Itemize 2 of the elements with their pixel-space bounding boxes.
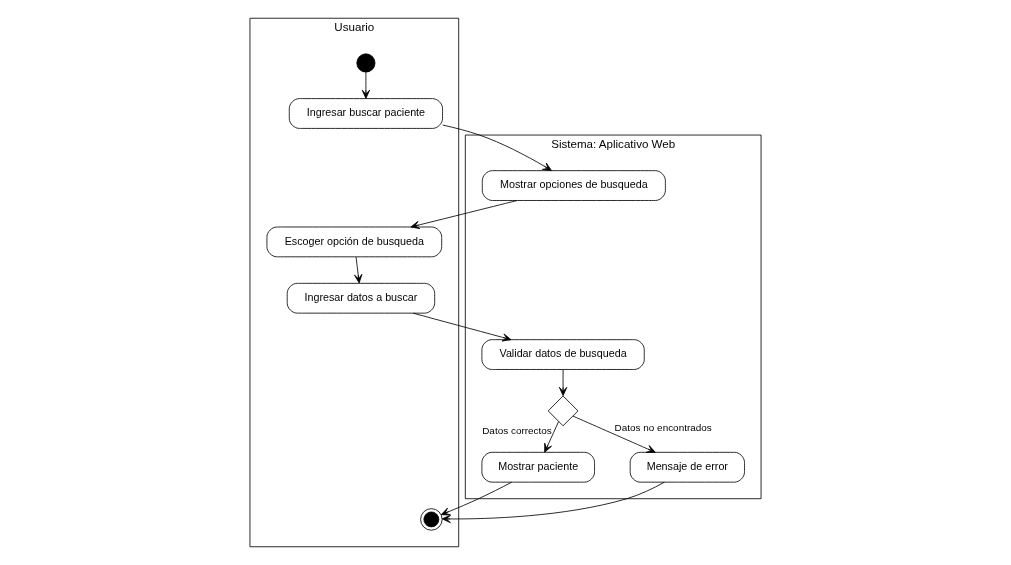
edge-label: Datos no encontrados [614,422,712,434]
edge-label: Datos correctos [482,424,552,436]
